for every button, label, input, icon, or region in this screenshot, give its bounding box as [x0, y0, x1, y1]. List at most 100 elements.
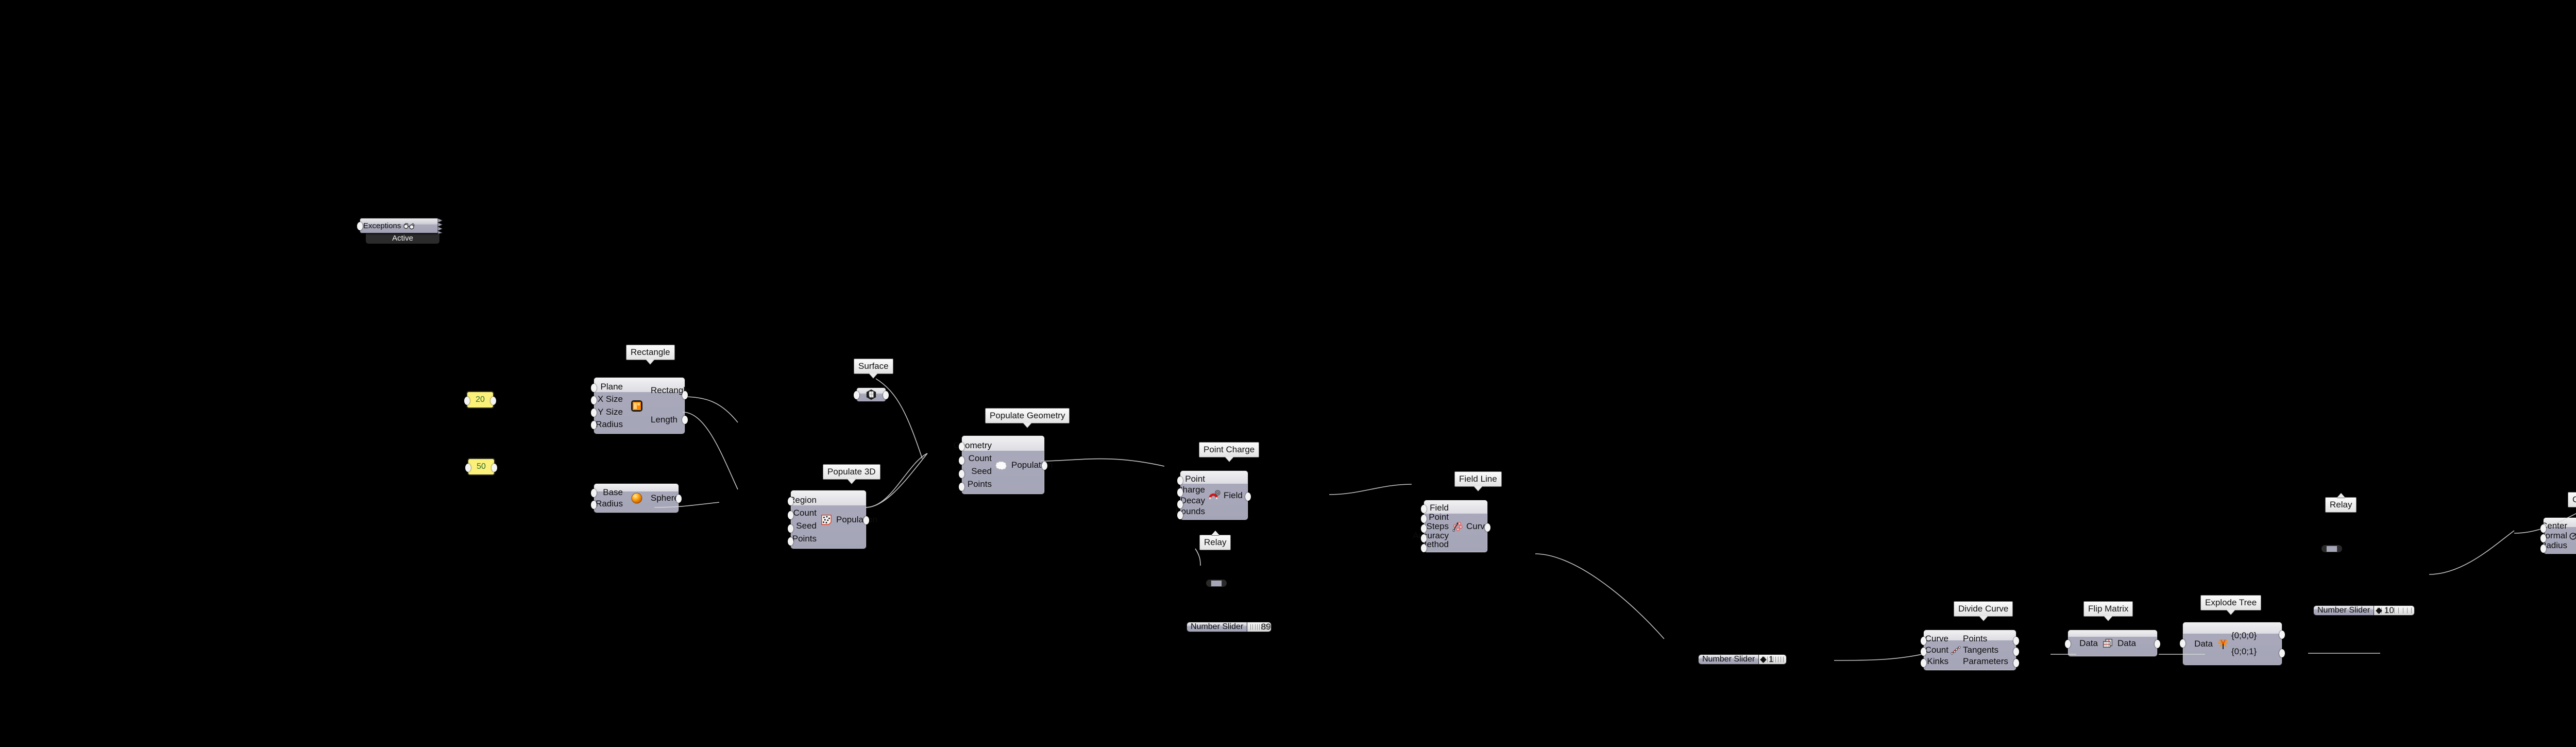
- slider-10[interactable]: Number Slider 10: [2313, 605, 2415, 616]
- panel-50-input-nub[interactable]: [465, 464, 471, 472]
- circlecnr-input-normal-nub[interactable]: [2540, 534, 2546, 542]
- dividecurve-input-count-nub[interactable]: [1921, 648, 1926, 656]
- fieldline-output-curve-nub[interactable]: [1485, 523, 1490, 532]
- slider-1-track[interactable]: 1: [1759, 655, 1786, 664]
- rectangle-input-plane-nub[interactable]: [591, 384, 597, 392]
- populate3d-in-seed: Seed: [796, 521, 817, 531]
- rectangle-input-xsize-nub[interactable]: [591, 396, 597, 404]
- flipmatrix-output-nub[interactable]: [2155, 640, 2160, 648]
- sphere-output-nub[interactable]: [676, 495, 682, 503]
- surface-input-nub[interactable]: [854, 391, 859, 399]
- populate3d-in-count: Count: [793, 507, 817, 518]
- sphere-input-base-nub[interactable]: [591, 489, 597, 497]
- relay-flags[interactable]: [2321, 545, 2342, 552]
- node-sphere[interactable]: Base Radius Sphere: [591, 483, 682, 513]
- divide-curve-node-tag: Divide Curve: [1954, 601, 2013, 617]
- flip-matrix-node-tag: Flip Matrix: [2083, 601, 2133, 617]
- explodetree-output-0-nub[interactable]: [2279, 631, 2285, 639]
- node-populate-geometry[interactable]: Geometry Count Seed Points Population: [953, 435, 1053, 495]
- popgeo-input-count-nub[interactable]: [959, 456, 964, 465]
- exceptions-widget[interactable]: Exceptions: [357, 218, 444, 234]
- node-point-charge[interactable]: Point Charge Decay Bounds Field: [1175, 470, 1251, 520]
- node-flip-matrix[interactable]: Data Data: [2065, 630, 2160, 657]
- circle-cnr-node-tag: Circle CNR: [2568, 492, 2576, 507]
- panel-20-output-nub[interactable]: [490, 397, 496, 405]
- node-circle-cnr[interactable]: Center Normal Radius Circle: [2539, 517, 2576, 554]
- slider-894-track[interactable]: 894: [1247, 622, 1271, 632]
- flipmatrix-input-nub[interactable]: [2065, 640, 2071, 648]
- explodetree-out-branch-0: {0;0;0}: [2231, 630, 2257, 640]
- popgeo-input-seed-nub[interactable]: [959, 470, 964, 478]
- panel-20-input-nub[interactable]: [464, 397, 470, 405]
- slider-1[interactable]: Number Slider 1: [1698, 654, 1787, 665]
- panel-50-output-nub[interactable]: [492, 464, 497, 472]
- populate3d-input-region-nub[interactable]: [788, 497, 793, 505]
- panel-50-value: 50: [477, 462, 486, 471]
- dividecurve-output-tangents-nub[interactable]: [2013, 648, 2019, 656]
- panel-value-50[interactable]: 50: [465, 458, 497, 476]
- flipmatrix-out-data: Data: [2117, 638, 2136, 648]
- slider-1-value-group[interactable]: 1: [1760, 655, 1773, 664]
- node-populate-3d[interactable]: Region Count Seed Points Population: [788, 490, 877, 549]
- populate3d-input-count-nub[interactable]: [788, 511, 793, 519]
- slider-10-handle[interactable]: [2376, 607, 2382, 614]
- fieldline-input-field-nub[interactable]: [1421, 505, 1427, 513]
- exceptions-status-bar: Active: [366, 233, 439, 244]
- dividecurve-input-kinks-nub[interactable]: [1921, 659, 1926, 667]
- node-divide-curve[interactable]: Curve Count Kinks Points Tangents Parame…: [1921, 630, 2019, 671]
- sphere-input-radius-nub[interactable]: [591, 501, 597, 509]
- rectangle-input-radius-nub[interactable]: [591, 421, 597, 429]
- dividecurve-output-points-nub[interactable]: [2013, 637, 2019, 645]
- node-rectangle[interactable]: Plane X Size Y Size Radius Rectangle Len…: [591, 377, 690, 434]
- rectangle-input-ysize-nub[interactable]: [591, 409, 597, 417]
- populate3d-input-points-nub[interactable]: [788, 537, 793, 546]
- popgeo-input-points-nub[interactable]: [959, 483, 964, 491]
- relay-point-charge[interactable]: [1206, 580, 1227, 587]
- fieldline-input-point-nub[interactable]: [1421, 515, 1427, 523]
- node-explode-tree[interactable]: Data {0;0;0} {0;0;1}: [2180, 622, 2285, 666]
- explodetree-output-1-nub[interactable]: [2279, 649, 2285, 657]
- exceptions-zigzag-edge: [437, 218, 444, 234]
- dividecurve-output-parameters-nub[interactable]: [2013, 659, 2019, 667]
- slider-1-handle[interactable]: [1760, 656, 1767, 663]
- surface-output-nub[interactable]: [883, 391, 889, 399]
- magnet-icon: [1207, 471, 1222, 520]
- fieldline-in-method: Method: [1419, 539, 1449, 550]
- dividecurve-input-curve-nub[interactable]: [1921, 637, 1926, 645]
- pointcharge-input-charge-nub[interactable]: [1177, 488, 1183, 497]
- populate3d-output-nub[interactable]: [863, 516, 869, 524]
- circlecnr-input-center-nub[interactable]: [2540, 524, 2546, 533]
- fieldline-input-method-nub[interactable]: [1421, 544, 1427, 552]
- dividecurve-in-kinks: Kinks: [1927, 656, 1948, 667]
- pointcharge-input-point-nub[interactable]: [1177, 477, 1183, 485]
- pointcharge-output-field-nub[interactable]: [1245, 493, 1251, 501]
- rectangle-out-length: Length: [651, 415, 677, 425]
- explode-tree-icon: [2215, 622, 2231, 665]
- slider-10-track[interactable]: 10: [2374, 606, 2414, 615]
- point-charge-title: Point Charge: [1204, 445, 1255, 454]
- fieldline-in-steps: Steps: [1426, 521, 1449, 531]
- circlecnr-input-radius-nub[interactable]: [2540, 545, 2546, 553]
- node-surface[interactable]: [854, 387, 889, 402]
- fieldline-input-steps-nub[interactable]: [1421, 524, 1427, 533]
- surface-icon: [866, 389, 877, 400]
- slider-894-value-group[interactable]: 894: [1261, 622, 1271, 632]
- node-field-line[interactable]: Field Point Steps Accuracy Method: [1413, 500, 1490, 553]
- slider-894[interactable]: Number Slider 894: [1187, 622, 1272, 632]
- populate3d-input-seed-nub[interactable]: [788, 524, 793, 533]
- rectangle-output-length-nub[interactable]: [682, 416, 688, 424]
- circlecnr-in-radius: Radius: [2540, 540, 2567, 551]
- fieldline-input-accuracy-nub[interactable]: [1421, 534, 1427, 542]
- exceptions-input-nub[interactable]: [357, 222, 363, 230]
- dividecurve-in-curve: Curve: [1925, 634, 1948, 644]
- explodetree-input-nub[interactable]: [2180, 639, 2185, 648]
- pointcharge-input-decay-nub[interactable]: [1177, 500, 1183, 508]
- slider-10-value-group[interactable]: 10: [2376, 606, 2394, 615]
- popgeo-input-geometry-nub[interactable]: [959, 443, 964, 451]
- popgeo-output-nub[interactable]: [1042, 462, 1047, 470]
- panel-value-20[interactable]: 20: [464, 391, 496, 409]
- pointcharge-input-bounds-nub[interactable]: [1177, 511, 1183, 519]
- rectangle-output-rectangle-nub[interactable]: [682, 391, 688, 399]
- circle-cnr-title: Circle CNR: [2572, 495, 2576, 504]
